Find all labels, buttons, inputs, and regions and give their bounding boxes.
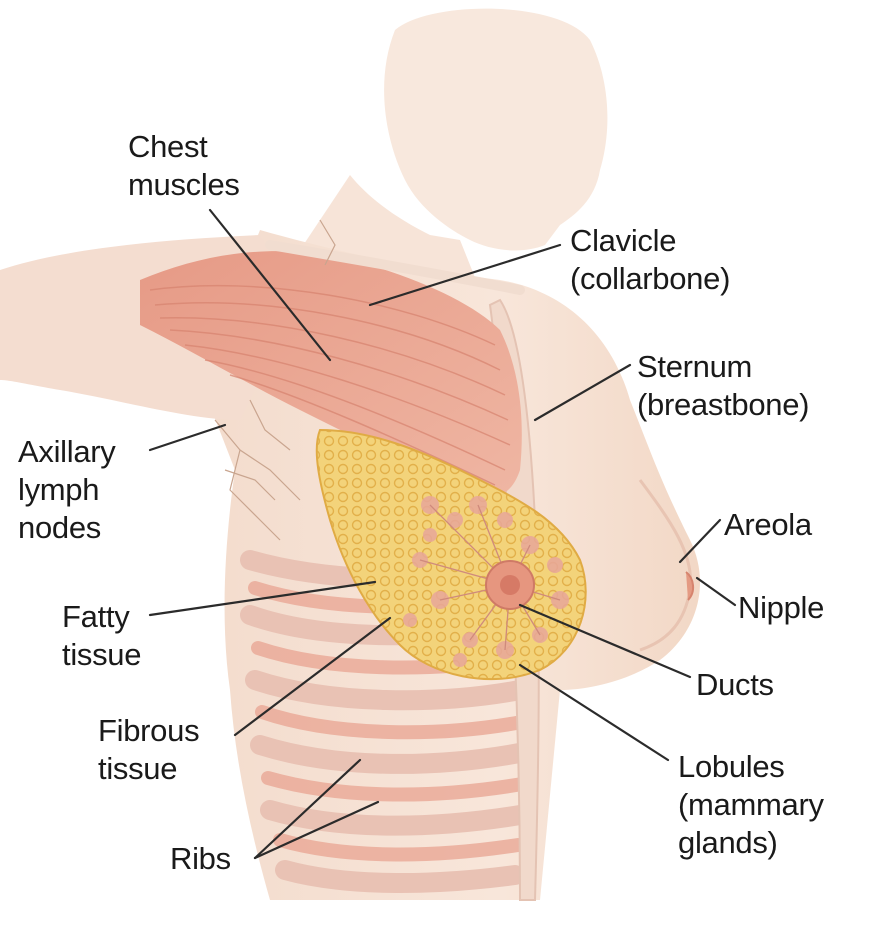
label-axillary: Axillary lymph nodes (18, 433, 116, 547)
label-sternum: Sternum (breastbone) (637, 348, 809, 424)
label-clavicle-line2: (collarbone) (570, 260, 730, 298)
label-ducts: Ducts (696, 666, 774, 704)
label-lobules-line1: Lobules (678, 748, 824, 786)
label-fibrous-line2: tissue (98, 750, 199, 788)
label-fatty-line2: tissue (62, 636, 141, 674)
label-sternum-line2: (breastbone) (637, 386, 809, 424)
label-lobules-line2: (mammary (678, 786, 824, 824)
label-nipple: Nipple (738, 589, 824, 627)
label-axillary-line1: Axillary (18, 433, 116, 471)
label-axillary-line2: lymph (18, 471, 116, 509)
label-lobules: Lobules (mammary glands) (678, 748, 824, 862)
leader-axillary (150, 425, 225, 450)
head-shape (384, 9, 607, 251)
label-axillary-line3: nodes (18, 509, 116, 547)
label-fibrous: Fibrous tissue (98, 712, 199, 788)
label-clavicle-line1: Clavicle (570, 222, 730, 260)
label-ducts-line1: Ducts (696, 666, 774, 704)
leader-nipple (697, 578, 735, 605)
label-sternum-line1: Sternum (637, 348, 809, 386)
label-fatty-line1: Fatty (62, 598, 141, 636)
label-areola: Areola (724, 506, 812, 544)
label-chest-muscles-line1: Chest (128, 128, 240, 166)
label-chest-muscles-line2: muscles (128, 166, 240, 204)
label-ribs-line1: Ribs (170, 840, 231, 878)
label-chest-muscles: Chest muscles (128, 128, 240, 204)
label-fibrous-line1: Fibrous (98, 712, 199, 750)
label-nipple-line1: Nipple (738, 589, 824, 627)
label-areola-line1: Areola (724, 506, 812, 544)
nipple-shape (500, 575, 520, 595)
label-fatty: Fatty tissue (62, 598, 141, 674)
label-lobules-line3: glands) (678, 824, 824, 862)
label-clavicle: Clavicle (collarbone) (570, 222, 730, 298)
label-ribs: Ribs (170, 840, 231, 878)
